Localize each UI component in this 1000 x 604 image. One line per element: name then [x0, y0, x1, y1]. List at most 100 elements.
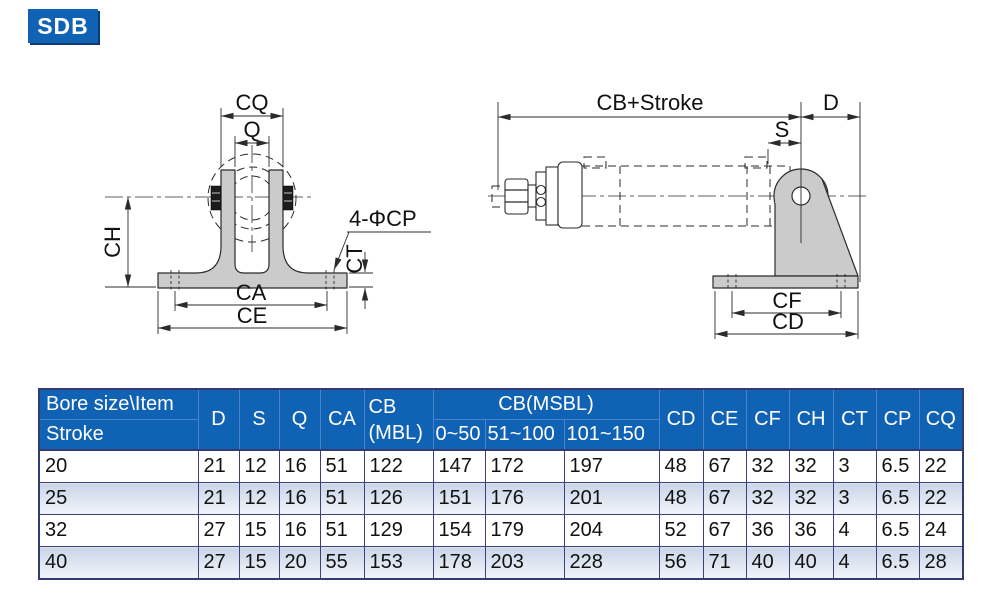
table-cell: 24 [918, 514, 964, 547]
table-cell: 40 [788, 546, 834, 580]
table-cell: 154 [432, 514, 486, 547]
table-row: 20 21 12 16 51 122 147 172 197 48 67 32 … [38, 449, 964, 483]
header-col-cf: CF [745, 388, 790, 451]
table-cell: 16 [278, 514, 321, 547]
table-cell: 67 [702, 514, 747, 547]
table-cell: 176 [484, 482, 565, 515]
header-col-cq: CQ [918, 388, 964, 451]
dim-label-cb-stroke: CB+Stroke [597, 90, 704, 115]
ch-dimension: CH [100, 197, 156, 288]
header-bore-stroke: Bore size\Item Stroke [38, 388, 199, 451]
table-cell: 32 [745, 482, 790, 515]
table-cell: 55 [319, 546, 365, 580]
technical-drawing: CQ Q CH CA CE [100, 90, 866, 339]
header-col-cd: CD [658, 388, 704, 451]
table-cell: 147 [432, 449, 486, 483]
header-range-0-50: 0~50 [432, 419, 486, 451]
table-cell: 12 [238, 449, 280, 483]
table-cell: 179 [484, 514, 565, 547]
table-cell: 22 [918, 449, 964, 483]
table-cell: 36 [745, 514, 790, 547]
table-cell: 20 [278, 546, 321, 580]
header-bore-item: Bore size\Item [40, 390, 197, 420]
table-cell: 6.5 [875, 449, 920, 483]
cell-bore: 40 [38, 546, 199, 580]
header-col-q: Q [278, 388, 321, 451]
table-cell: 51 [319, 482, 365, 515]
table-cell: 203 [484, 546, 565, 580]
table-cell: 52 [658, 514, 704, 547]
table-cell: 151 [432, 482, 486, 515]
table-cell: 122 [363, 449, 434, 483]
mount-bracket [712, 168, 859, 290]
bracket-body [157, 169, 348, 289]
table-cell: 67 [702, 482, 747, 515]
table-cell: 48 [658, 449, 704, 483]
table-cell: 21 [197, 449, 240, 483]
cp-callout: 4-ΦCP [333, 206, 431, 271]
table-cell: 6.5 [875, 482, 920, 515]
trunnion-pins [210, 185, 294, 211]
table-cell: 129 [363, 514, 434, 547]
table-cell: 51 [319, 449, 365, 483]
dim-label-ch: CH [100, 226, 125, 258]
header-col-ca: CA [319, 388, 365, 451]
cell-bore: 20 [38, 449, 199, 483]
table-cell: 28 [918, 546, 964, 580]
header-col-s: S [238, 388, 280, 451]
header-col-ch: CH [788, 388, 834, 451]
table-cell: 32 [745, 449, 790, 483]
table-cell: 15 [238, 546, 280, 580]
table-cell: 228 [563, 546, 660, 580]
dim-label-cf: CF [772, 288, 801, 313]
table-cell: 36 [788, 514, 834, 547]
table-cell: 201 [563, 482, 660, 515]
header-col-ct: CT [832, 388, 877, 451]
table-cell: 32 [788, 482, 834, 515]
table-cell: 21 [197, 482, 240, 515]
cb-stroke-dimension: CB+Stroke [497, 90, 802, 243]
dim-label-ct: CT [342, 244, 367, 273]
header-range-51-100: 51~100 [484, 419, 565, 451]
sdb-badge: SDB [28, 9, 98, 43]
table-cell: 40 [745, 546, 790, 580]
dim-label-ca: CA [236, 280, 267, 305]
table-cell: 6.5 [875, 546, 920, 580]
table-cell: 178 [432, 546, 486, 580]
cq-dimension: CQ [220, 90, 284, 167]
dim-label-cd: CD [772, 309, 804, 334]
table-cell: 56 [658, 546, 704, 580]
dim-label-ce: CE [237, 303, 268, 328]
cf-dimension: CF [731, 288, 842, 318]
ct-dimension: CT [342, 244, 373, 309]
table-cell: 15 [238, 514, 280, 547]
table-cell: 4 [832, 546, 877, 580]
header-col-cb-msbl: CB(MSBL) [432, 388, 660, 420]
side-view-drawing: CB+Stroke D S CF CD [488, 90, 866, 339]
header-range-101-150: 101~150 [563, 419, 660, 451]
table-cell: 126 [363, 482, 434, 515]
header-col-cp: CP [875, 388, 920, 451]
cd-dimension: CD [714, 291, 859, 339]
table-cell: 67 [702, 449, 747, 483]
table-cell: 204 [563, 514, 660, 547]
table-cell: 6.5 [875, 514, 920, 547]
table-cell: 12 [238, 482, 280, 515]
dim-label-s: S [775, 117, 790, 142]
table-row: 32 27 15 16 51 129 154 179 204 52 67 36 … [38, 514, 964, 547]
table-cell: 4 [832, 514, 877, 547]
dimension-table: Bore size\Item Stroke D S Q CA CB (MBL) … [38, 388, 965, 580]
table-cell: 32 [788, 449, 834, 483]
cylinder-body [557, 156, 791, 229]
header-col-cb-mbl: CB (MBL) [363, 388, 434, 451]
header-col-d: D [197, 388, 240, 451]
table-cell: 197 [563, 449, 660, 483]
q-dimension: Q [234, 117, 270, 167]
header-col-ce: CE [702, 388, 747, 451]
d-dimension: D [801, 90, 861, 282]
dim-label-d: D [823, 90, 839, 115]
cell-bore: 25 [38, 482, 199, 515]
table-cell: 51 [319, 514, 365, 547]
cell-bore: 32 [38, 514, 199, 547]
table-cell: 172 [484, 449, 565, 483]
